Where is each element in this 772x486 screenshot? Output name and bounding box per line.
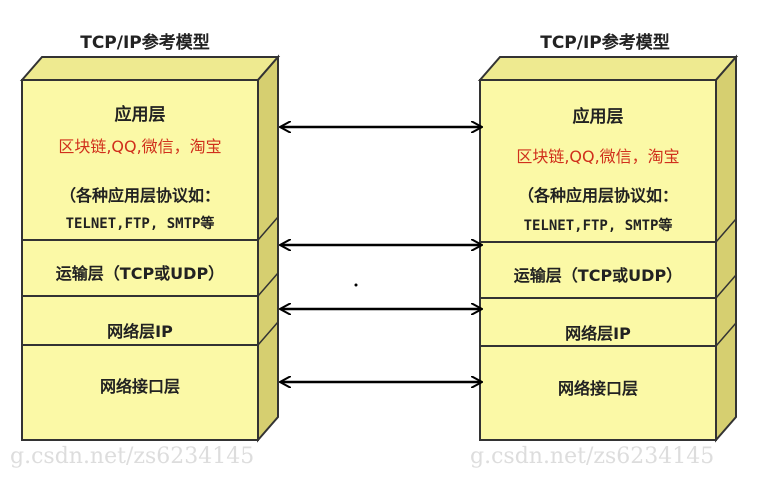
- layer-network: 网络层IP: [565, 324, 631, 343]
- application-examples: 区块链,QQ,微信，淘宝: [58, 137, 222, 156]
- watermark: g.csdn.net/zs6234145: [470, 444, 715, 469]
- layer-link: 网络接口层: [99, 377, 180, 396]
- layer-divider-side: [257, 321, 279, 346]
- arrows: [281, 127, 481, 382]
- protocols-line1: （各种应用层协议如：: [59, 186, 220, 205]
- layer-divider-side: [257, 216, 279, 241]
- layer-link: 网络接口层: [557, 379, 638, 398]
- layer-divider-side: [715, 274, 737, 299]
- application-examples: 区块链,QQ,微信，淘宝: [516, 147, 680, 166]
- protocols-line2: TELNET,FTP, SMTP等: [65, 216, 215, 232]
- dot: [354, 283, 358, 287]
- box-front-face: [479, 79, 717, 441]
- layer-divider-side: [715, 218, 737, 243]
- layer-divider-side: [257, 272, 279, 297]
- protocols-line2: TELNET,FTP, SMTP等: [523, 218, 673, 234]
- box-side-face: [257, 54, 279, 443]
- watermark: g.csdn.net/zs6234145: [10, 444, 255, 469]
- model-title: TCP/IP参考模型: [80, 33, 210, 53]
- layer-transport: 运输层（TCP或UDP）: [55, 264, 225, 283]
- layer-application: 应用层: [114, 105, 166, 125]
- box-front-face: [21, 79, 259, 441]
- layer-network: 网络层IP: [107, 322, 173, 341]
- box-side-face: [715, 54, 737, 443]
- box-top-face: [477, 56, 739, 81]
- layer-divider-side: [715, 322, 737, 347]
- protocols-line1: （各种应用层协议如：: [517, 186, 678, 205]
- model-title: TCP/IP参考模型: [540, 33, 670, 53]
- layer-application: 应用层: [572, 107, 624, 127]
- box-top-face: [19, 56, 281, 81]
- layer-transport: 运输层（TCP或UDP）: [513, 266, 683, 285]
